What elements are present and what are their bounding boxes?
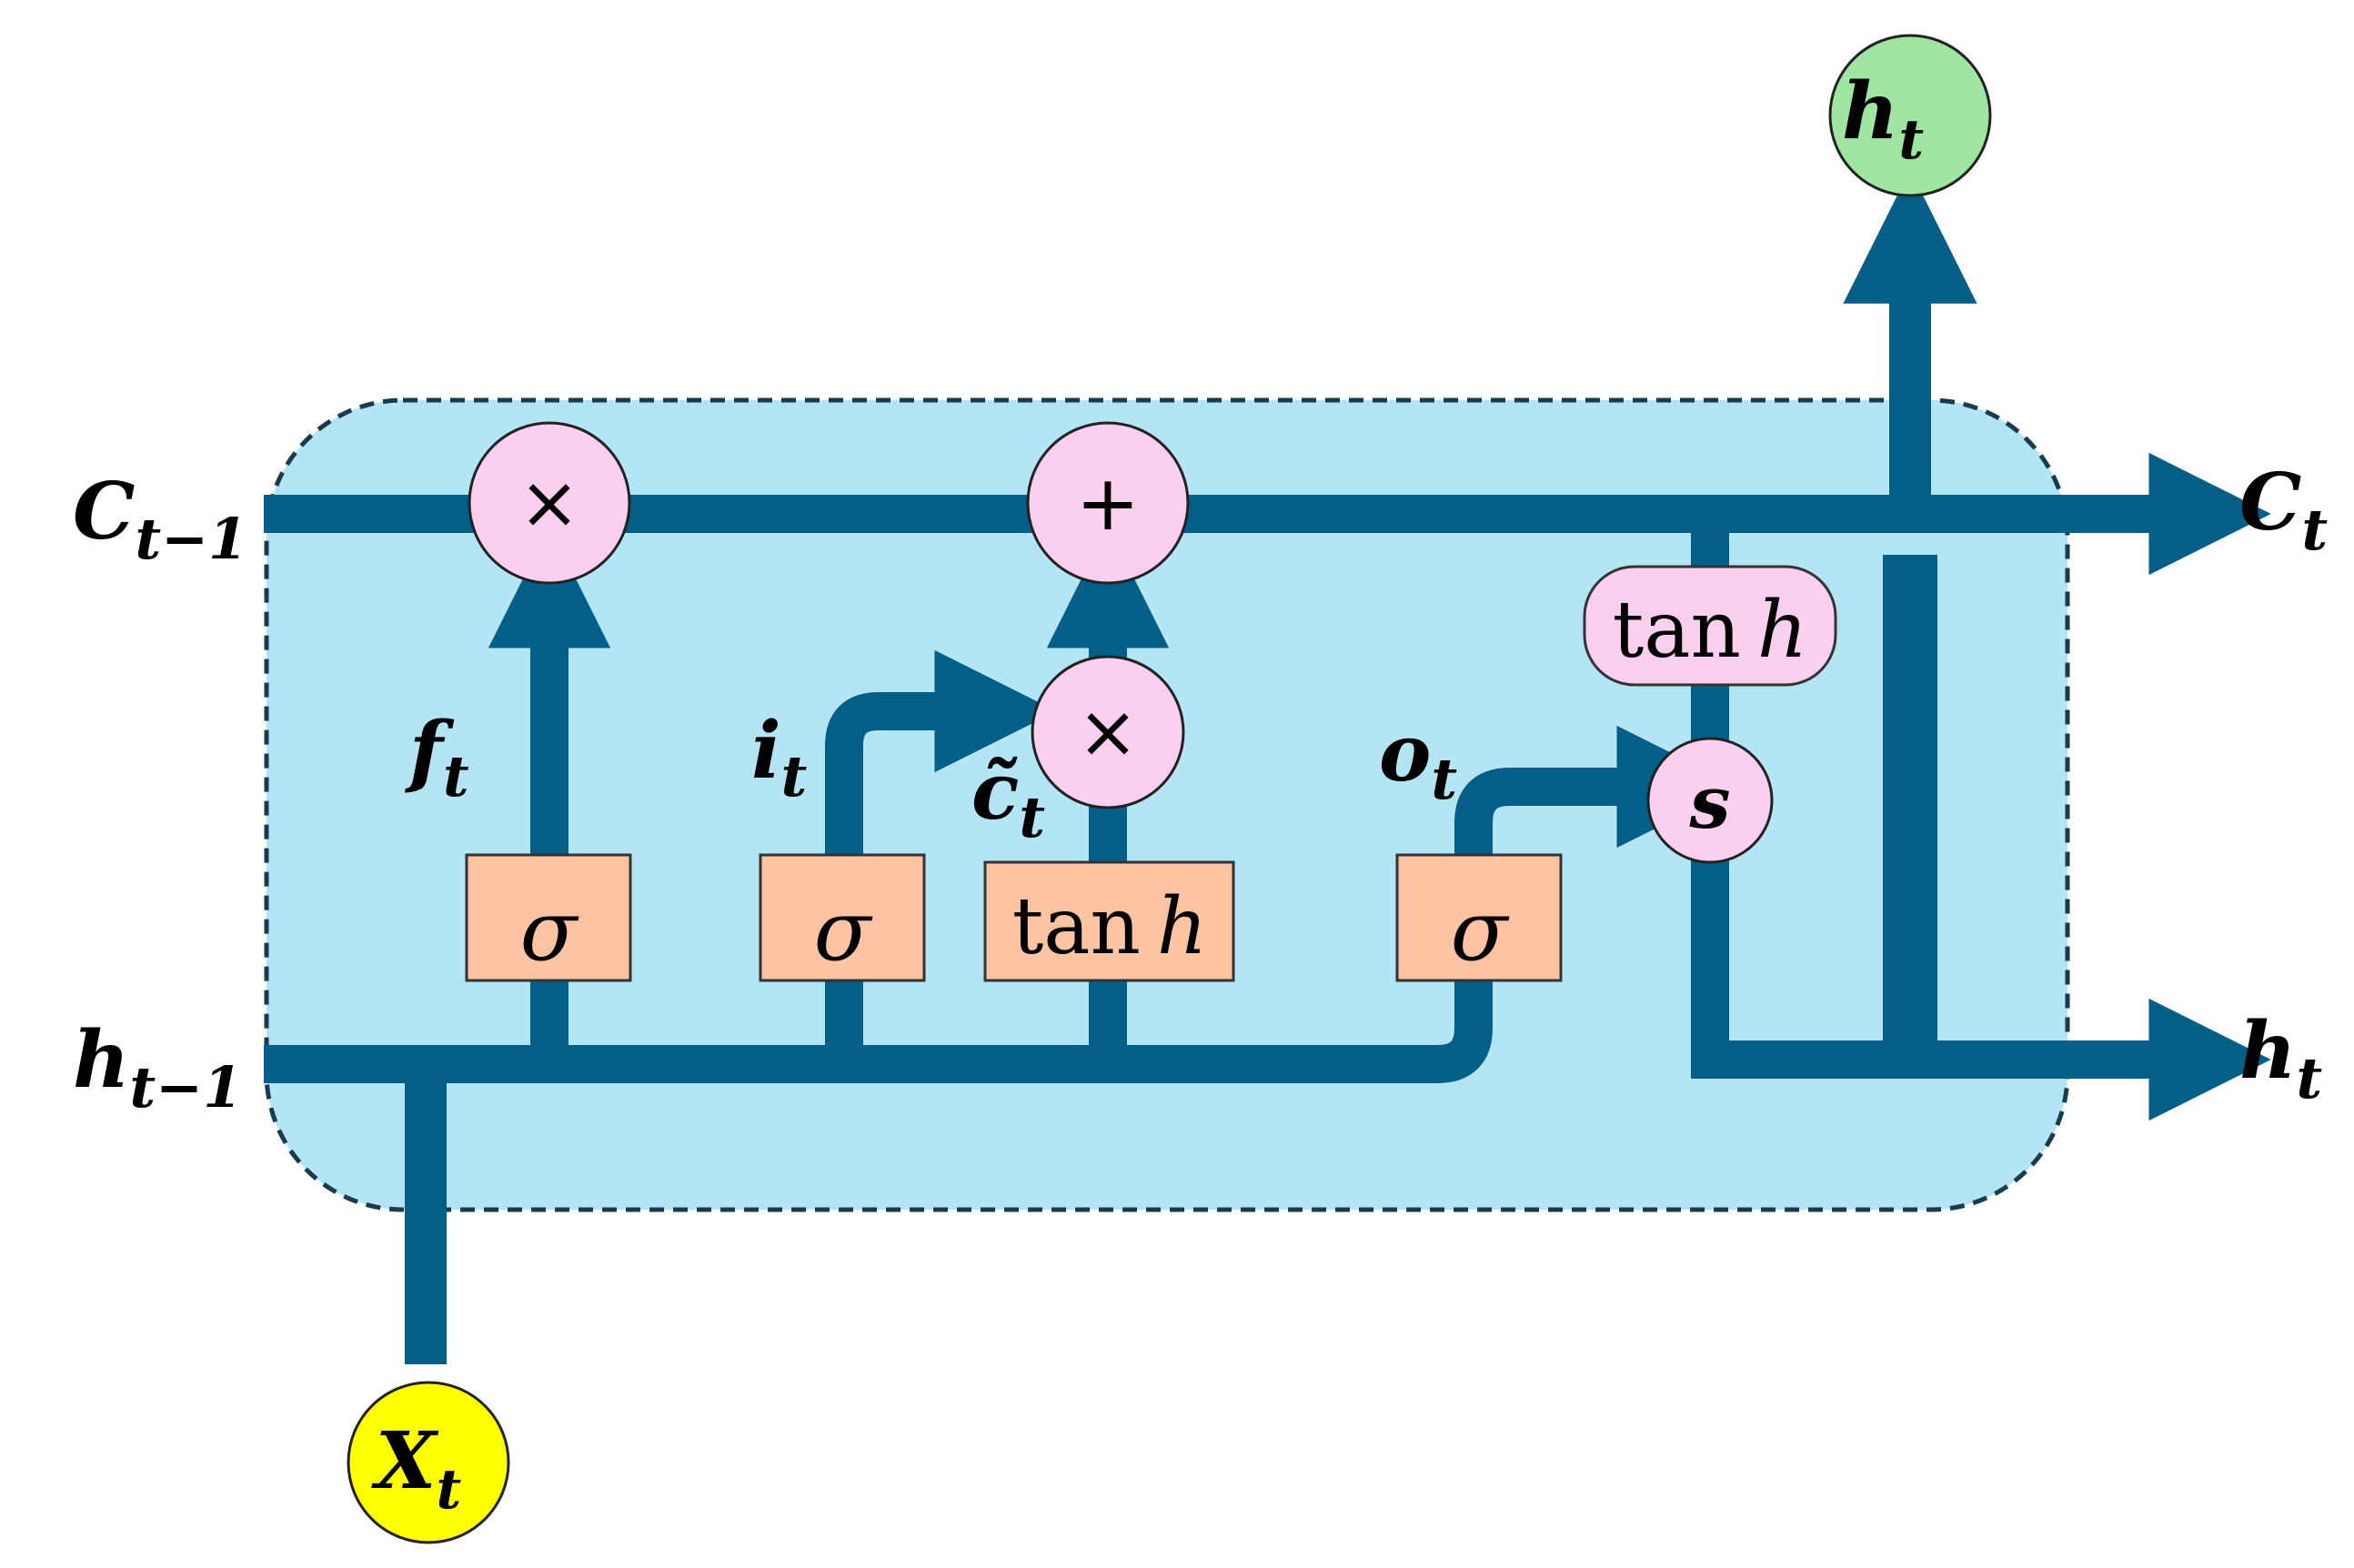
c-prev-main: C [73,466,135,558]
svg-text:Ct−1: Ct−1 [73,466,247,572]
h-prev-main: h [73,1014,130,1106]
h-top-sub: t [1898,108,1924,172]
hidden-output-node: ht [1828,34,1992,197]
x-input-node: Xt [347,1381,510,1544]
input-sigma-text: σ [814,882,873,980]
forget-sigma-text: σ [520,882,579,980]
h-prev-sub: t−1 [130,1054,243,1121]
h-out-sub: t [2297,1045,2323,1111]
input-multiply-node: × [1031,655,1185,809]
c-out-sub: t [2301,497,2328,563]
h-top-main: h [1842,65,1899,157]
input-sigma-box: σ [759,853,926,982]
forget-multiply-node: × [468,421,631,585]
svg-text:ht−1: ht−1 [73,1014,242,1121]
c-out-main: C [2239,457,2301,548]
output-label-sub: t [1431,746,1457,812]
output-s-node: s [1646,737,1774,864]
cell-h-text: h [1757,585,1807,676]
cell-add-symbol: + [1076,458,1140,548]
svg-text:it: it [751,705,808,809]
output-s-symbol: s [1688,759,1730,845]
candidate-tan-text: tan [1012,881,1141,972]
svg-text:c̃t: c̃t [971,746,1045,850]
candidate-label-sub: t [1019,784,1045,850]
candidate-label-main: c̃ [971,746,1019,838]
h-out-main: h [2239,1005,2297,1097]
forget-sigma-box: σ [465,853,632,982]
input-label-sub: t [781,743,808,809]
input-multiply-symbol: × [1077,689,1138,774]
forget-label-sub: t [443,743,469,809]
output-sigma-box: σ [1395,853,1563,982]
cell-add-node: + [1026,421,1190,585]
svg-text:ht: ht [2239,1005,2323,1111]
input-label-main: i [751,705,781,797]
c-prev-sub: t−1 [135,506,247,572]
output-sigma-text: σ [1451,882,1510,980]
input-gate-line [825,649,1057,1046]
cell-tan-text: tan [1613,585,1741,676]
x-sub: t [437,1458,462,1522]
x-main: X [371,1415,439,1507]
candidate-h-text: h [1157,881,1207,972]
output-label-main: o [1379,708,1431,799]
svg-text:ot: ot [1379,708,1457,812]
svg-text:ht: ht [1842,65,1925,172]
svg-text:Xt: Xt [371,1415,462,1522]
svg-text:Ct: Ct [2239,457,2328,563]
forget-multiply-symbol: × [518,460,579,545]
